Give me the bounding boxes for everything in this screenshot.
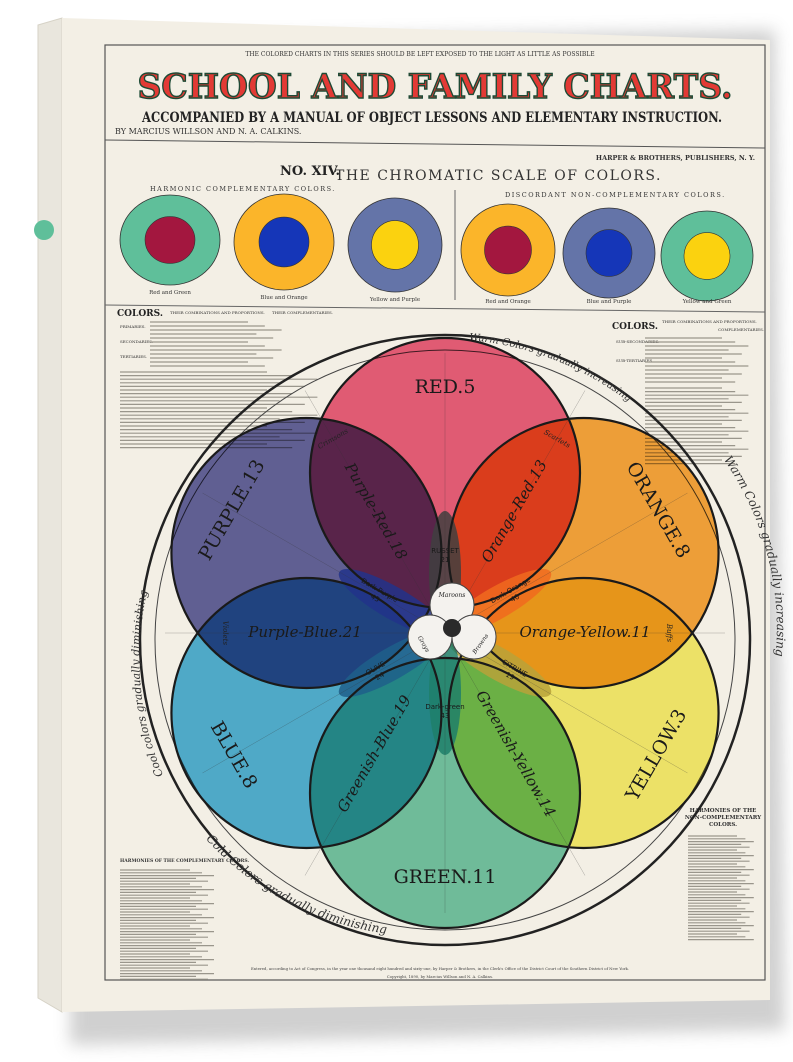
harmonies-right-heading-box: HARMONIES OF THE NON-COMPLEMENTARY COLOR… <box>684 808 762 828</box>
outer-ring <box>138 333 752 947</box>
tertiary-value: 19 <box>504 671 516 682</box>
right-table-heading: COLORS. <box>612 322 658 332</box>
footer-entered: Entered, according to Act of Congress, i… <box>251 966 629 971</box>
header-rule <box>104 139 766 149</box>
right-row-subtertiaries: SUB-TERTIARIES. <box>616 358 653 363</box>
swatch-4: Blue and Purple <box>562 207 656 305</box>
discordant-heading: DISCORDANT NON-COMPLEMENTARY COLORS. <box>505 191 726 199</box>
swatch-label: Blue and Purple <box>587 299 632 305</box>
swatch-inner <box>144 216 196 264</box>
radial-guide <box>202 492 446 634</box>
tertiary-value: 40 <box>509 593 521 604</box>
swatch-inner <box>371 220 419 270</box>
canvas-spine <box>37 17 63 1013</box>
swatch-inner <box>585 229 633 277</box>
swatch-label: Blue and Orange <box>260 295 307 301</box>
header-subtitle: ACCOMPANIED BY A MANUAL OF OBJECT LESSON… <box>141 110 722 126</box>
harmonies-right-heading: HARMONIES OF THE NON-COMPLEMENTARY COLOR… <box>684 808 762 828</box>
tertiary-value: 24 <box>374 670 386 682</box>
left-row-secondaries: SECONDARIES. <box>120 339 153 344</box>
header-authors: BY MARCIUS WILLSON AND N. A. CALKINS. <box>115 127 301 136</box>
chart-border <box>104 44 766 981</box>
radial-guide <box>304 632 446 876</box>
swatch-inner <box>683 232 731 280</box>
harmonies-left: HARMONIES OF THE COMPLEMENTARY COLORS. <box>120 858 250 980</box>
rosette-petal-grays <box>407 614 453 660</box>
circle-outline <box>447 576 720 850</box>
radial-guide <box>202 632 446 774</box>
tertiary-value: 21 <box>441 556 450 564</box>
radial-guide <box>444 632 586 876</box>
harmonies-left-heading: HARMONIES OF THE COMPLEMENTARY COLORS. <box>120 858 250 864</box>
circle-outline <box>447 416 720 690</box>
swatch-inner <box>258 216 310 268</box>
primary-label: GREEN.11 <box>394 866 497 888</box>
header-publisher: HARPER & BROTHERS, PUBLISHERS, N. Y. <box>596 154 755 162</box>
right-table-col1: THEIR COMBINATIONS AND PROPORTIONS. <box>662 319 757 324</box>
circle-outline <box>170 416 443 690</box>
footer-copyright: Copyright, 1890, by Marcius Willson and … <box>387 974 493 979</box>
left-table-heading: COLORS. <box>117 309 163 319</box>
circle-outline <box>170 576 443 850</box>
harmonies-right: HARMONIES OF THE NON-COMPLEMENTARY COLOR… <box>684 808 762 941</box>
minor-label: Violets <box>221 621 229 646</box>
swatch-label: Yellow and Green <box>682 299 732 305</box>
secondary-label: Purple-Blue.21 <box>247 623 361 641</box>
swatch-1: Blue and Orange <box>233 193 335 301</box>
tertiary-name: Dark-green <box>425 703 464 711</box>
rosette-center <box>443 619 461 637</box>
tertiary-name: RUSSET <box>431 547 459 555</box>
primary-label: RED.5 <box>415 376 476 398</box>
swatch-2: Yellow and Purple <box>347 197 443 303</box>
swatch-0: Red and Green <box>119 194 221 296</box>
right-table-col2: COMPLEMENTARIES. <box>718 327 764 332</box>
tertiary-value: 43 <box>441 712 450 720</box>
chart-title: THE CHROMATIC SCALE OF COLORS. <box>335 168 662 184</box>
spine-swatch <box>34 220 54 240</box>
minor-label: Buffs <box>665 623 673 643</box>
tertiary-value: 45 <box>369 593 381 604</box>
harmonic-heading: HARMONIC COMPLEMENTARY COLORS. <box>150 185 336 193</box>
swatch-label: Red and Green <box>149 290 191 296</box>
chromatic-wheel: Warm Colors gradually increasing Warm Co… <box>129 332 788 947</box>
left-row-tertiaries: TERTIARIES. <box>120 354 147 359</box>
swatch-label: Red and Orange <box>485 299 531 305</box>
chart-number: NO. XIV. <box>280 164 340 179</box>
right-row-subsecondaries: SUB-SECONDARIES. <box>616 339 659 344</box>
header-notice: THE COLORED CHARTS IN THIS SERIES SHOULD… <box>245 51 594 58</box>
swatch-5: Yellow and Green <box>660 210 754 305</box>
swatch-3: Red and Orange <box>460 203 556 305</box>
center-rosette: Maroons Browns Grays <box>407 582 497 660</box>
left-row-primaries: PRIMARIES. <box>120 324 146 329</box>
radial-guide <box>444 492 688 634</box>
left-table-col2: THEIR COMPLEMENTARIES. <box>272 310 333 315</box>
swatch-rule <box>104 304 766 313</box>
right-colors-table: COLORS. THEIR COMBINATIONS AND PROPORTIO… <box>612 319 764 465</box>
header-title: SCHOOL AND FAMILY CHARTS. <box>138 67 733 107</box>
swatch-inner <box>484 225 532 275</box>
secondary-label: Orange-Yellow.11 <box>520 623 651 641</box>
radial-guide <box>304 390 446 634</box>
left-table-col1: THEIR COMBINATIONS AND PROPORTIONS. <box>170 310 265 315</box>
swatch-label: Yellow and Purple <box>369 297 420 303</box>
center-label-maroons: Maroons <box>438 592 466 599</box>
